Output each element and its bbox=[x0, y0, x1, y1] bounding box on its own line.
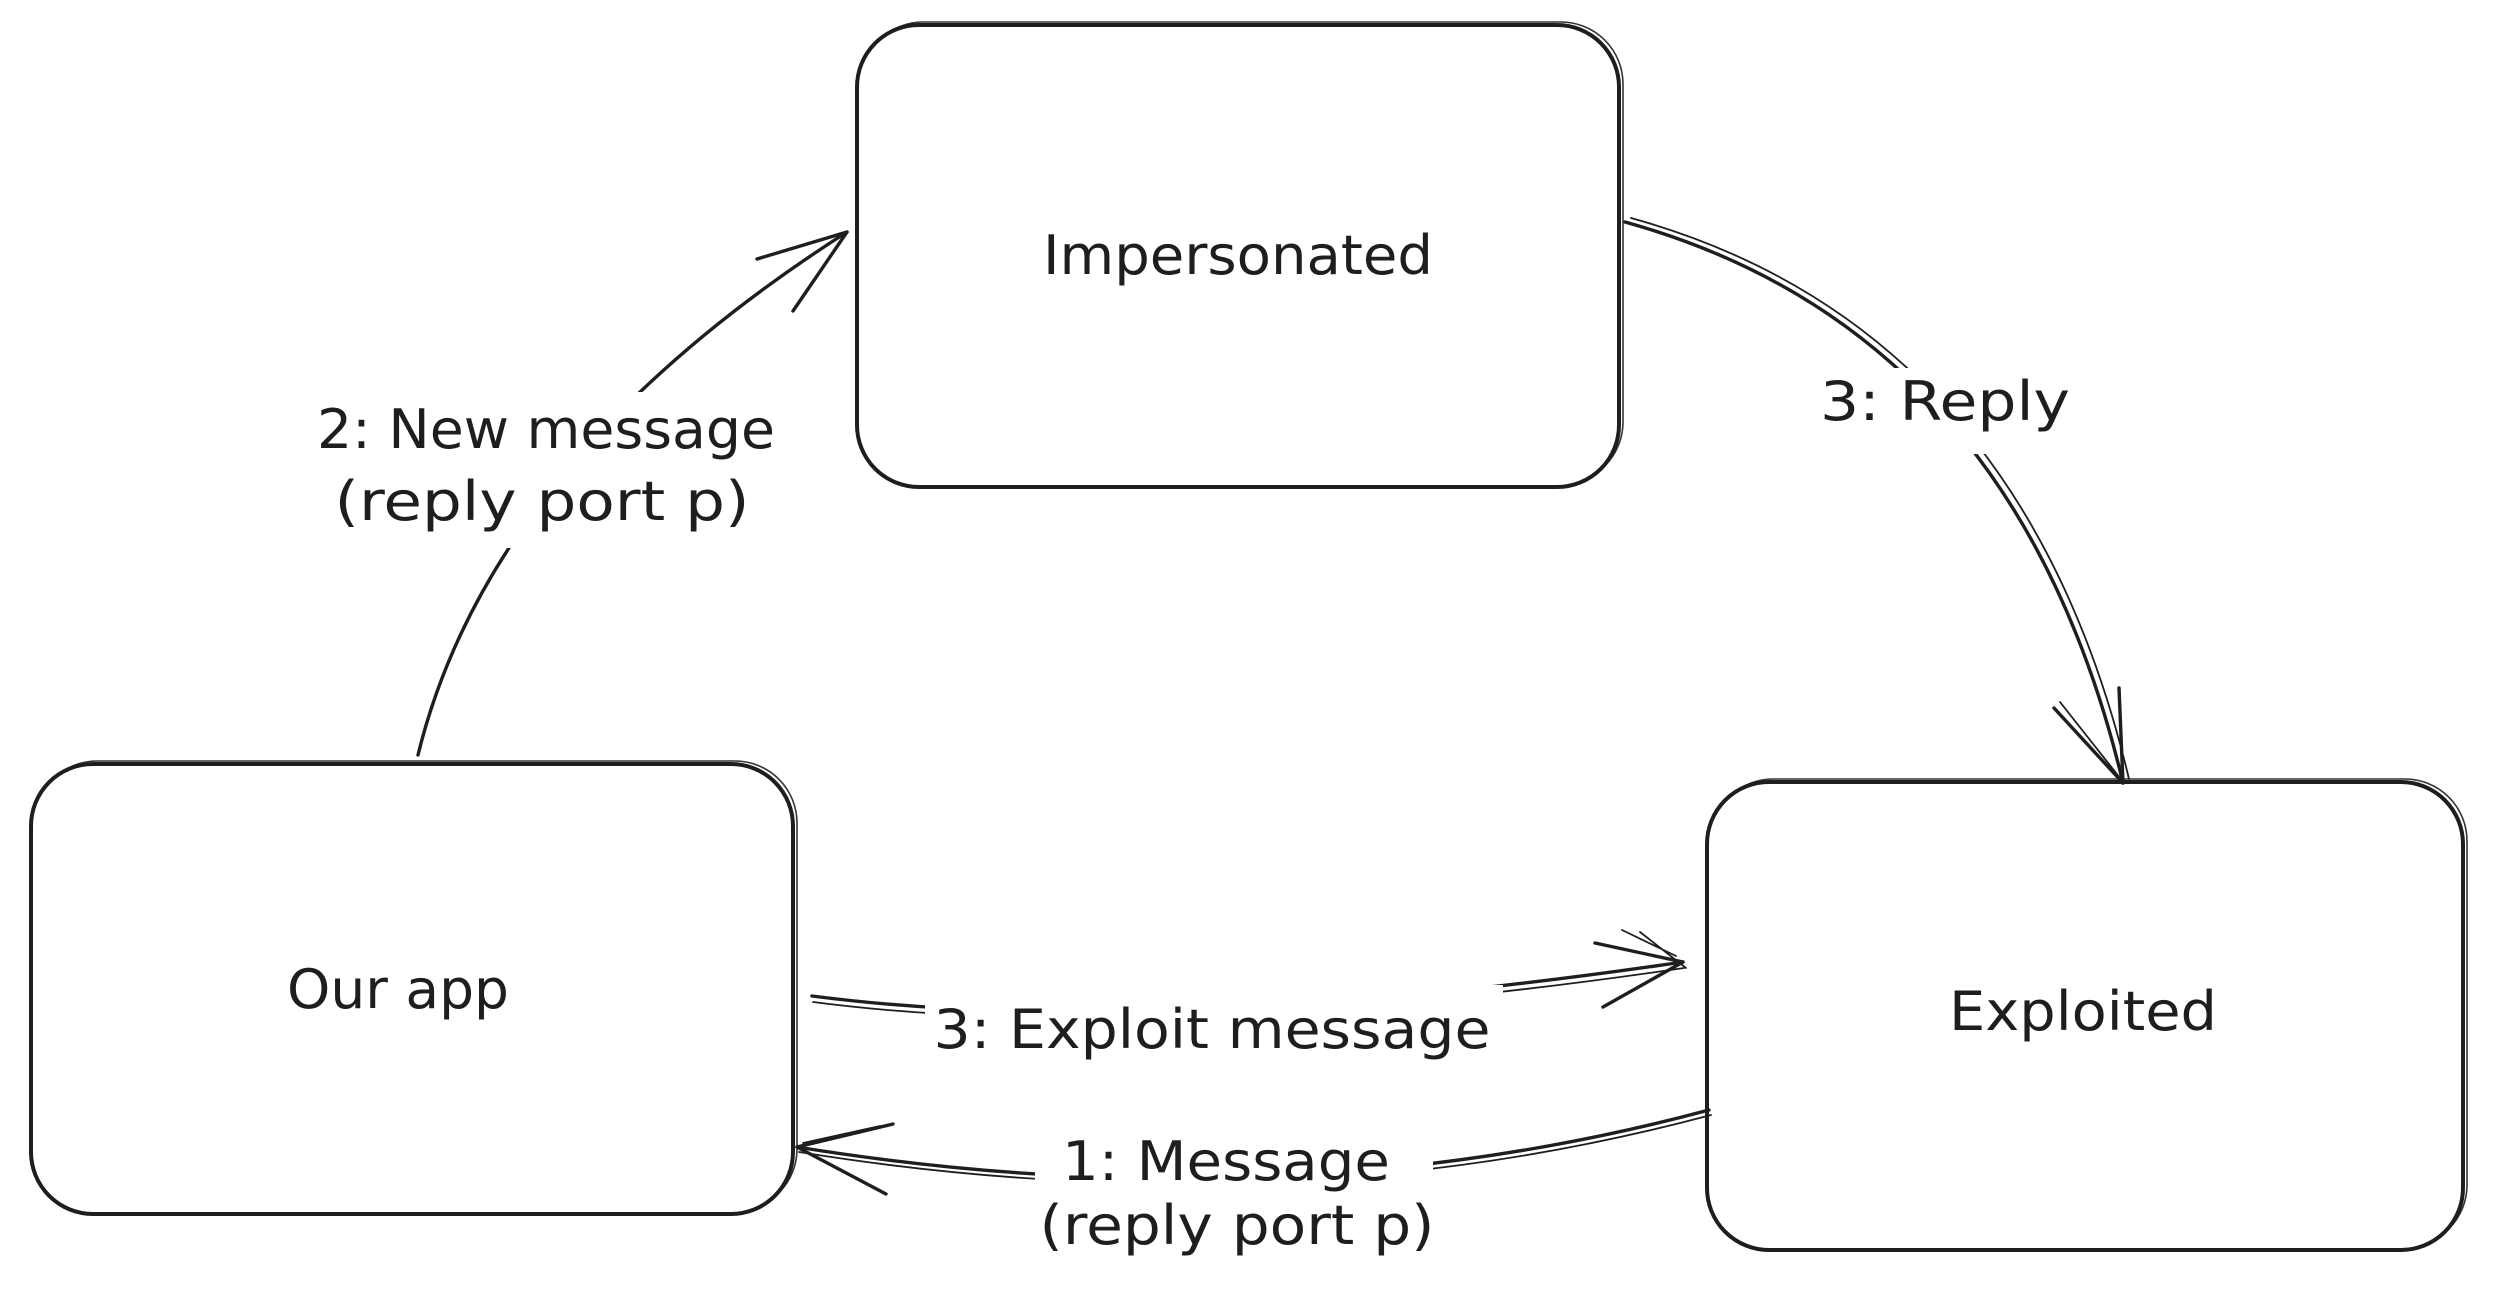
edge-message-label-line2: (reply port p) bbox=[1040, 1194, 1435, 1257]
edge-reply-arrowhead-icon bbox=[2052, 686, 2125, 785]
edge-message-label-line1: 1: Message bbox=[1062, 1130, 1390, 1193]
node-exploited-box bbox=[1705, 780, 2465, 1252]
edge-exploit-message-arrowhead-icon bbox=[1593, 941, 1685, 1009]
edge-new-message-label-line1: 2: New message bbox=[317, 398, 775, 461]
label-mask-reply bbox=[1800, 368, 2062, 454]
edge-message-arrowhead-echo bbox=[802, 1125, 881, 1144]
label-mask-new-message bbox=[305, 392, 790, 548]
edge-message-arrowhead-icon bbox=[795, 1122, 895, 1196]
label-masks-layer bbox=[305, 368, 2062, 1257]
edge-reply-shaft-echo bbox=[1630, 217, 2130, 780]
edge-exploit-message-arrowhead-echo bbox=[1621, 929, 1687, 969]
edge-new-message-label-line2: (reply port p) bbox=[335, 470, 750, 533]
node-our-app-box bbox=[29, 762, 795, 1216]
label-mask-exploit-message bbox=[925, 985, 1503, 1070]
edge-reply-arrowhead-echo bbox=[2059, 701, 2121, 779]
label-mask-message bbox=[1035, 1112, 1433, 1257]
edge-new-message-arrowhead-icon bbox=[755, 230, 849, 313]
nodes-layer bbox=[29, 21, 2468, 1252]
edge-reply-shaft bbox=[1623, 220, 2125, 785]
node-impersonated-label: Impersonated bbox=[1043, 224, 1433, 287]
labels-layer: Impersonated Our app Exploited 2: New me… bbox=[287, 224, 2217, 1257]
edge-reply-label: 3: Reply bbox=[1820, 370, 2070, 433]
node-exploited-label: Exploited bbox=[1949, 980, 2217, 1043]
node-our-app-label: Our app bbox=[287, 958, 509, 1021]
edge-reply-arrow bbox=[1623, 217, 2130, 785]
node-impersonated-box bbox=[855, 23, 1621, 489]
edge-exploit-message-label: 3: Exploit message bbox=[934, 998, 1491, 1061]
